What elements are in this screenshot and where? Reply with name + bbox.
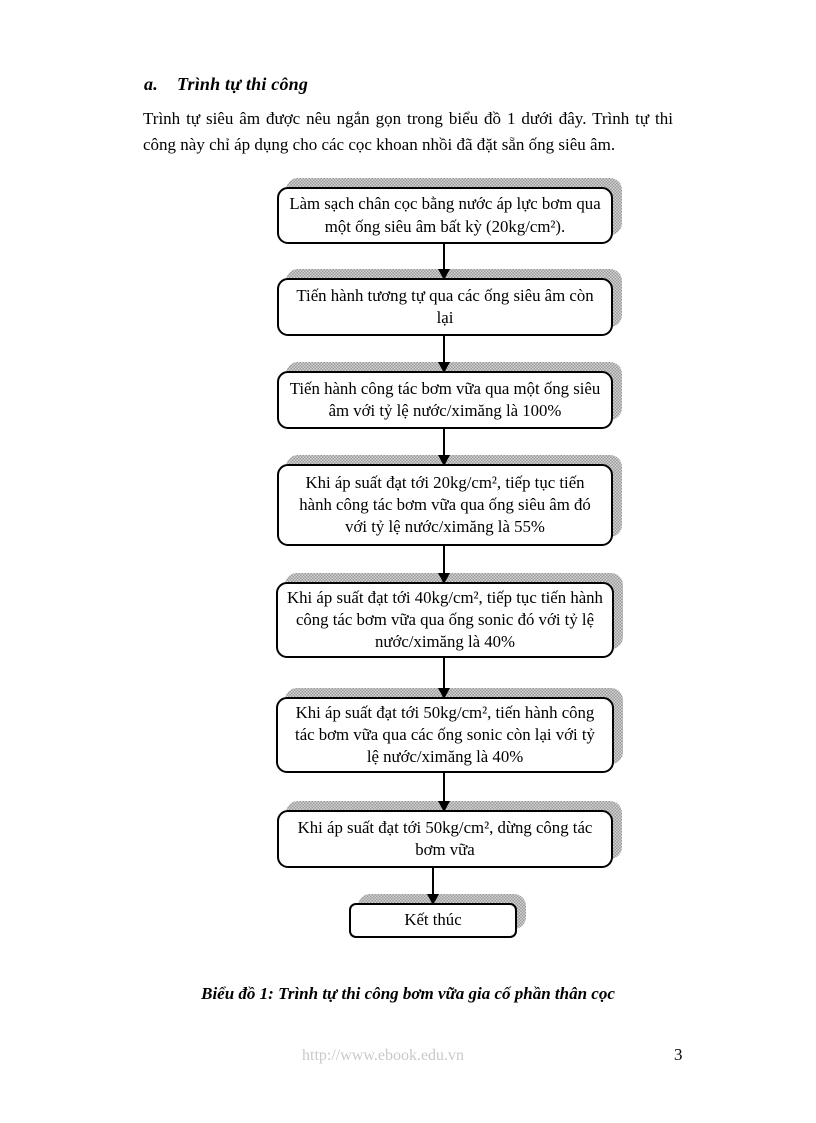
arrow-head-icon [438, 362, 450, 373]
flow-node-text: Làm sạch chân cọc bằng nước áp lực bơm q… [289, 194, 601, 236]
flow-arrow-icon [437, 546, 451, 584]
arrow-shaft [443, 546, 445, 574]
flow-arrow-icon [426, 868, 440, 905]
arrow-head-icon [438, 455, 450, 466]
flow-node-stop-grouting: Khi áp suất đạt tới 50kg/cm², dừng công … [277, 810, 613, 868]
flow-node-pressure-40: Khi áp suất đạt tới 40kg/cm², tiếp tục t… [276, 582, 614, 658]
arrow-head-icon [438, 801, 450, 812]
figure-caption: Biểu đồ 1: Trình tự thi công bơm vữa gia… [201, 984, 615, 1003]
arrow-head-icon [438, 269, 450, 280]
arrow-head-icon [438, 573, 450, 584]
flow-arrow-icon [437, 658, 451, 699]
flow-arrow-icon [437, 243, 451, 280]
flow-node-text: Khi áp suất đạt tới 20kg/cm², tiếp tục t… [299, 472, 591, 537]
flow-node-repeat-tubes: Tiến hành tương tự qua các ống siêu âm c… [277, 278, 613, 336]
flow-node-text: Kết thúc [404, 910, 462, 930]
heading-marker: a. [144, 74, 158, 94]
flow-node-text: Tiến hành tương tự qua các ống siêu âm c… [296, 285, 594, 327]
arrow-shaft [443, 243, 445, 270]
footer-url: http://www.ebook.edu.vn [302, 1047, 465, 1064]
flow-node-text: Khi áp suất đạt tới 50kg/cm², tiến hành … [295, 702, 595, 767]
flow-node-clean-pile: Làm sạch chân cọc bằng nước áp lực bơm q… [277, 187, 613, 244]
arrow-shaft [443, 658, 445, 689]
flow-node-text: Khi áp suất đạt tới 40kg/cm², tiếp tục t… [287, 587, 603, 652]
flow-node-pressure-20: Khi áp suất đạt tới 20kg/cm², tiếp tục t… [277, 464, 613, 546]
flow-node-end: Kết thúc [349, 903, 517, 938]
flow-arrow-icon [437, 773, 451, 812]
intro-paragraph: Trình tự siêu âm được nêu ngắn gọn trong… [143, 109, 673, 154]
flow-arrow-icon [437, 336, 451, 373]
arrow-head-icon [427, 894, 439, 905]
arrow-head-icon [438, 688, 450, 699]
arrow-shaft [432, 868, 434, 895]
page-number: 3 [674, 1045, 683, 1064]
flow-node-grout-100: Tiến hành công tác bơm vữa qua một ống s… [277, 371, 613, 429]
flow-node-text: Tiến hành công tác bơm vữa qua một ống s… [289, 378, 601, 420]
arrow-shaft [443, 429, 445, 456]
flow-arrow-icon [437, 429, 451, 466]
flow-node-pressure-50-remaining: Khi áp suất đạt tới 50kg/cm², tiến hành … [276, 697, 614, 773]
arrow-shaft [443, 773, 445, 802]
flow-node-text: Khi áp suất đạt tới 50kg/cm², dừng công … [297, 817, 593, 859]
heading-title: Trình tự thi công [177, 74, 309, 94]
arrow-shaft [443, 336, 445, 363]
section-heading: a. Trình tự thi công [144, 74, 308, 95]
